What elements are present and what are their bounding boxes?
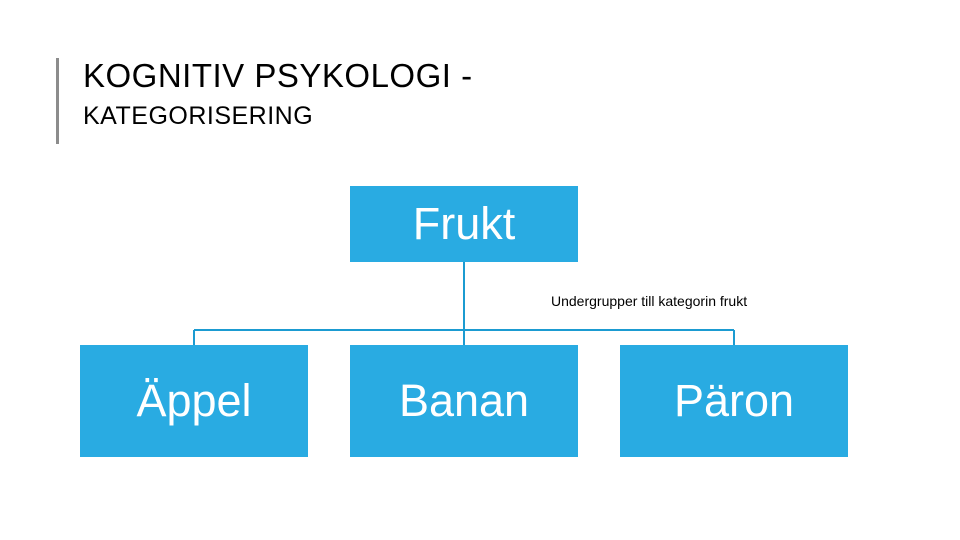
node-root[interactable]: Frukt [350, 186, 578, 262]
diagram-annotation: Undergrupper till kategorin frukt [551, 293, 748, 309]
node-child-paron[interactable]: Päron [620, 345, 848, 457]
page-subtitle: KATEGORISERING [83, 101, 314, 130]
title-text-group: KOGNITIV PSYKOLOGI - KATEGORISERING [83, 57, 473, 131]
title-accent-bar [56, 58, 59, 144]
node-child-banan[interactable]: Banan [350, 345, 578, 457]
node-child-appel[interactable]: Äppel [80, 345, 308, 457]
page-title: KOGNITIV PSYKOLOGI - [83, 57, 473, 94]
slide-title-block: KOGNITIV PSYKOLOGI - KATEGORISERING [56, 57, 876, 144]
